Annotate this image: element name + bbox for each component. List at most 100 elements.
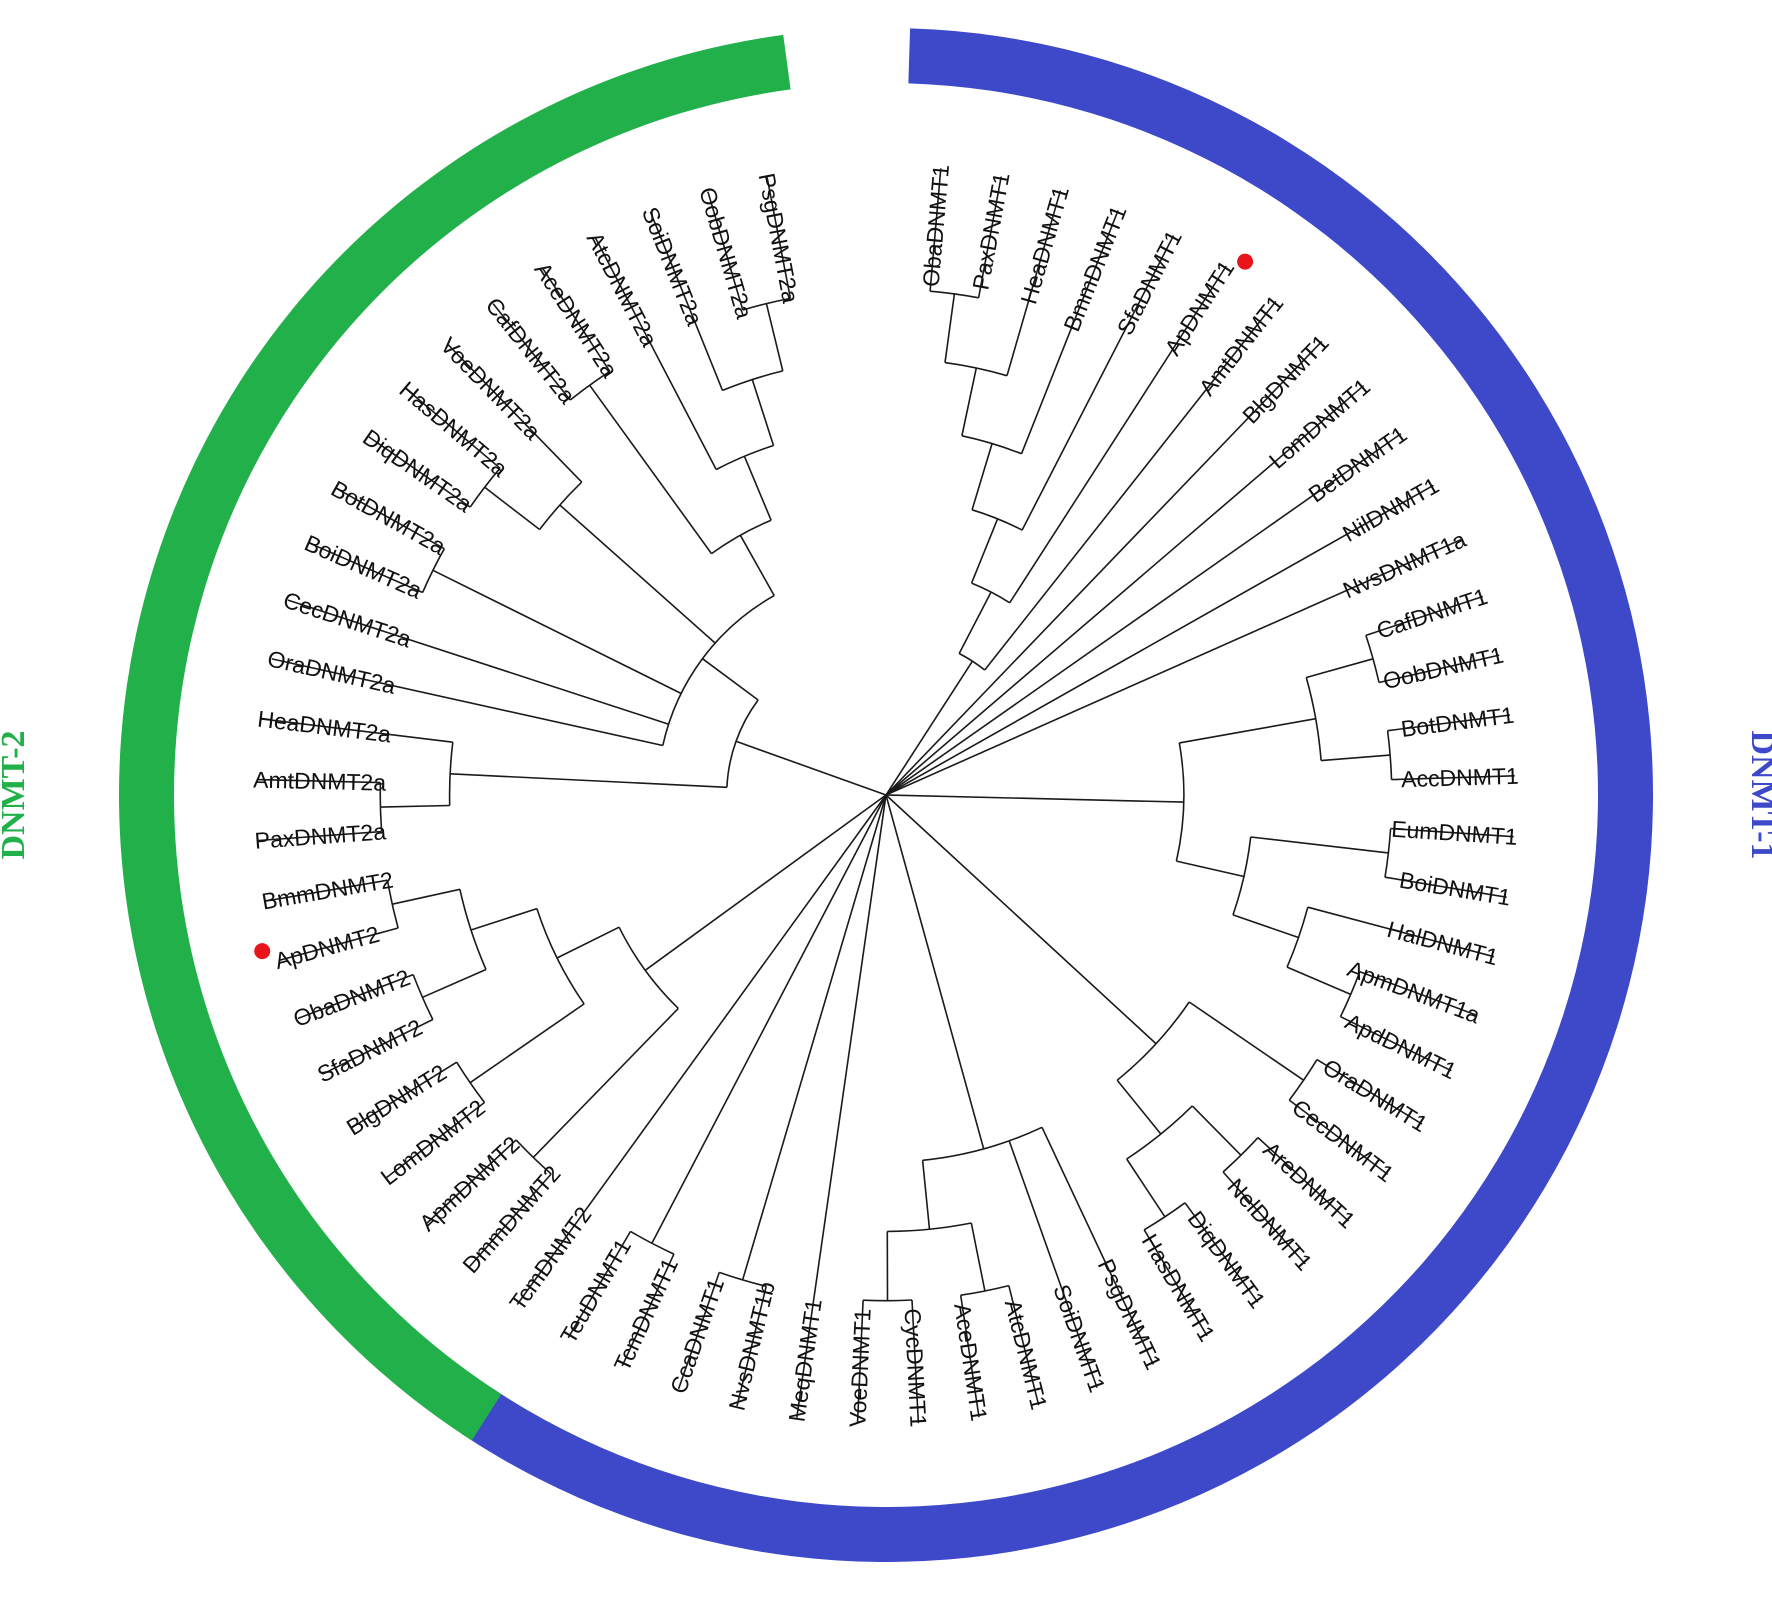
tree-branch-arc	[1305, 677, 1322, 761]
tree-branch-arc	[618, 926, 679, 1009]
tree-branch-leaf	[796, 794, 887, 1418]
tree-branch-leaf	[1365, 595, 1484, 637]
tree-branch-leaf	[1384, 876, 1507, 898]
tree-branch	[921, 1160, 931, 1230]
tree-branch-leaf	[287, 599, 669, 725]
tree-branch-leaf	[1006, 190, 1062, 376]
leaf-label: HeaDNMT1	[1015, 183, 1074, 307]
leaf-label: CcaDNMT1	[665, 1275, 729, 1397]
tree-branch-leaf	[885, 433, 1402, 796]
tree-branch-arc	[1143, 1202, 1186, 1231]
tree-branch-arc	[726, 699, 759, 788]
tree-branch-leaf	[1041, 1126, 1155, 1365]
leaf-label: PaxDNMT2a	[254, 818, 387, 853]
leaf-label: NilDNMT1	[1338, 472, 1443, 547]
leaf-label: BmmDNMT2	[260, 866, 395, 914]
tree-branch-leaf	[1359, 970, 1476, 1016]
tree-branch	[971, 443, 993, 511]
leaf-label: OobDNMT2a	[694, 184, 757, 322]
leaf-label: PaxDNMT1	[967, 170, 1014, 292]
leaf-label: CecDNMT2a	[280, 587, 415, 653]
tree-branch-arc	[719, 1271, 767, 1288]
tree-branch-leaf	[1378, 654, 1500, 684]
tree-branch-leaf	[1316, 1058, 1423, 1125]
tree-branch-leaf	[386, 1101, 485, 1179]
tree-branch	[944, 293, 956, 363]
tree-branch-arc	[922, 1126, 1043, 1162]
leaf-label: CafDNMT1	[1373, 583, 1490, 644]
tree-branch	[556, 926, 620, 959]
clade-rings	[119, 28, 1654, 1563]
tree-branch	[765, 303, 784, 372]
tree-branch-leaf	[959, 1295, 980, 1418]
tree-branch-leaf	[567, 1230, 632, 1339]
tree-branch	[735, 740, 887, 796]
leaf-label: AtcDNMT1	[1000, 1297, 1053, 1412]
tree-branch	[380, 804, 450, 808]
leaf-label: NvsDNMT1b	[723, 1279, 779, 1413]
tree-branch-leaf	[1008, 1140, 1098, 1388]
tree-branch-leaf	[929, 168, 942, 292]
tree-branch-leaf	[621, 1253, 675, 1367]
tree-branch-leaf	[1307, 906, 1495, 958]
tree-branch	[751, 379, 775, 446]
tree-branch-leaf	[257, 778, 381, 784]
tree-branch-leaf	[977, 176, 1002, 298]
leaf-label: MeqDNMT1	[783, 1297, 826, 1423]
tree-branch	[970, 1222, 986, 1292]
tree-branch	[970, 518, 999, 584]
tree-branch-leaf	[309, 542, 423, 594]
tree-branch-leaf	[1257, 1137, 1350, 1222]
tree-branch-arc	[1175, 742, 1185, 862]
tree-branch-leaf	[984, 300, 1277, 671]
leaf-label: ObaDNMT2	[290, 964, 414, 1032]
tree-branch-leaf	[351, 1061, 458, 1129]
tree-branch-arc	[1126, 1105, 1193, 1160]
leaf-label: AccDNMT1	[1401, 763, 1519, 793]
tree-branch-arc	[412, 974, 434, 1020]
clade-label-dnmt2: DNMT-2	[0, 730, 32, 859]
clade-label-dnmt1: DNMT-1	[1744, 730, 1772, 859]
tree-branch	[1188, 1001, 1305, 1081]
tree-branch	[1286, 966, 1352, 996]
tree-branch-leaf	[258, 830, 382, 842]
leaf-label: ObaDNMT1	[918, 163, 955, 288]
tree-branch-leaf	[1021, 235, 1175, 531]
tree-branch-leaf	[1288, 1099, 1389, 1176]
leaf-label: OraDNMT2a	[265, 645, 398, 699]
leaf-label: SoiDNMT1	[1048, 1281, 1110, 1396]
tree-branch-arc	[421, 548, 445, 593]
highlight-marker	[254, 943, 271, 960]
tree-branch	[469, 1003, 585, 1084]
tree-branch-leaf	[492, 303, 571, 401]
tree-branch-leaf	[516, 794, 887, 1305]
tree-branch-leaf	[1387, 714, 1511, 732]
tree-branch	[1116, 1079, 1162, 1135]
tree-branch-leaf	[677, 1272, 721, 1390]
leaf-label: VoeDNMT1	[844, 1308, 875, 1428]
tree-branch	[532, 1007, 679, 1158]
tree-branch-leaf	[707, 191, 744, 311]
tree-branch-arc	[887, 1222, 972, 1233]
tree-branch-leaf	[297, 973, 414, 1020]
tree-branch	[1232, 914, 1299, 939]
tree-branch-leaf	[1020, 210, 1119, 455]
tree-branch-leaf	[736, 1286, 767, 1407]
tree-branch-arc	[459, 889, 487, 970]
tree-branch	[1179, 730, 1248, 744]
tree-branches	[257, 168, 1515, 1424]
tree-branch	[651, 794, 887, 1244]
tree-branch	[588, 384, 713, 555]
tree-branch-leaf	[885, 484, 1434, 796]
tree-branch-leaf	[469, 1173, 552, 1268]
tree-branch-arc	[863, 1299, 913, 1302]
leaf-label: HeaDNMT2a	[256, 705, 393, 747]
tree-branch-leaf	[1391, 775, 1515, 781]
tree-branch	[1250, 836, 1389, 854]
tree-branch-leaf	[425, 1139, 517, 1225]
highlight-marker	[1237, 253, 1254, 270]
tree-branch	[885, 794, 1157, 1045]
leaf-label: AmtDNMT2a	[253, 767, 387, 796]
tree-branch	[741, 794, 887, 1281]
tree-branch	[885, 794, 1184, 803]
